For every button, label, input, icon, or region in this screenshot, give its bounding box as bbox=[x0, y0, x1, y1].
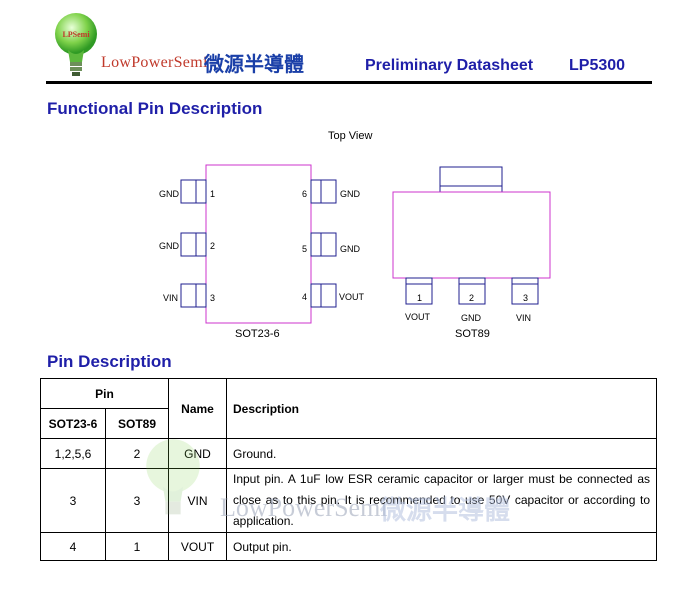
cell-sot89: 1 bbox=[105, 532, 169, 561]
sot89-label-1: VOUT bbox=[405, 312, 431, 322]
watermark-logo bbox=[146, 439, 200, 515]
cell-sot23: 4 bbox=[40, 532, 106, 561]
sot23-right-num-5: 5 bbox=[302, 244, 308, 254]
sot23-left-num-2: 2 bbox=[210, 241, 216, 251]
logo-badge-text: LPSemi bbox=[62, 30, 90, 39]
cell-description: Output pin. bbox=[226, 532, 657, 561]
sot89-tab bbox=[439, 166, 503, 193]
sot23-right-pin-6 bbox=[310, 179, 337, 204]
sot89-diagram bbox=[392, 166, 551, 305]
sot23-left-pin-2 bbox=[180, 232, 207, 257]
header-description: Description bbox=[226, 378, 657, 439]
brand-english: LowPowerSemi bbox=[101, 54, 208, 71]
table-row: 1,2,5,6 2 GND Ground. bbox=[40, 438, 657, 469]
part-number: LP5300 bbox=[569, 57, 626, 74]
sot89-num-2: 2 bbox=[469, 293, 475, 303]
cell-name: VIN bbox=[168, 468, 227, 533]
sot23-right-pin-4 bbox=[310, 283, 337, 308]
table-row: 4 1 VOUT Output pin. bbox=[40, 532, 657, 561]
watermark-brand-english: LowPowerSemi bbox=[220, 493, 388, 522]
sot23-left-pin-3 bbox=[180, 283, 207, 308]
functional-pin-title: Functional Pin Description bbox=[47, 99, 263, 118]
cell-description: Ground. bbox=[226, 438, 657, 469]
sot23-right-label-5: GND bbox=[340, 244, 360, 254]
sot89-pin-3 bbox=[511, 277, 539, 305]
brand-chinese: 微源半導體 bbox=[204, 54, 304, 76]
watermark-brand-chinese: 微源半導體 bbox=[380, 495, 511, 525]
sot23-right-num-6: 6 bbox=[302, 189, 308, 199]
sot23-6-diagram bbox=[180, 164, 337, 324]
sot89-num-1: 1 bbox=[417, 293, 423, 303]
sot89-num-3: 3 bbox=[523, 293, 529, 303]
sot89-pin-1 bbox=[405, 277, 433, 305]
sot23-body bbox=[205, 164, 312, 324]
sot89-package-name: SOT89 bbox=[455, 328, 490, 340]
top-view-label: Top View bbox=[328, 130, 373, 142]
sot23-package-name: SOT23-6 bbox=[235, 328, 280, 340]
sot23-left-label-2: GND bbox=[159, 241, 179, 251]
cell-sot89: 3 bbox=[105, 468, 169, 533]
sot23-left-pin-1 bbox=[180, 179, 207, 204]
sot89-label-3: VIN bbox=[516, 313, 532, 323]
header-sot89: SOT89 bbox=[105, 408, 169, 439]
cell-sot89: 2 bbox=[105, 438, 169, 469]
sot23-right-label-4: VOUT bbox=[339, 292, 365, 302]
sot23-right-num-4: 4 bbox=[302, 292, 308, 302]
sot23-right-label-6: GND bbox=[340, 189, 360, 199]
document-type: Preliminary Datasheet bbox=[365, 57, 534, 74]
cell-description: Input pin. A 1uF low ESR ceramic capacit… bbox=[226, 468, 657, 533]
sot89-label-2: GND bbox=[461, 313, 481, 323]
pin-description-title: Pin Description bbox=[47, 352, 172, 371]
pin-description-table: Pin Name Description SOT23-6 SOT89 1,2,5… bbox=[40, 378, 657, 561]
header-pin: Pin bbox=[40, 378, 169, 409]
sot23-left-label-3: VIN bbox=[163, 293, 179, 303]
sot89-pin-2 bbox=[458, 277, 486, 305]
sot23-left-label-1: GND bbox=[159, 189, 179, 199]
cell-name: GND bbox=[168, 438, 227, 469]
cell-sot23: 1,2,5,6 bbox=[40, 438, 106, 469]
sot23-left-num-3: 3 bbox=[210, 293, 216, 303]
table-row: 3 3 VIN Input pin. A 1uF low ESR ceramic… bbox=[40, 468, 657, 533]
header-rule bbox=[46, 81, 652, 84]
header-sot23-6: SOT23-6 bbox=[40, 408, 106, 439]
cell-name: VOUT bbox=[168, 532, 227, 561]
lpsemi-logo: LPSemi bbox=[55, 13, 97, 76]
sot23-left-num-1: 1 bbox=[210, 189, 216, 199]
cell-sot23: 3 bbox=[40, 468, 106, 533]
sot23-right-pin-5 bbox=[310, 232, 337, 257]
sot89-body bbox=[392, 191, 551, 279]
